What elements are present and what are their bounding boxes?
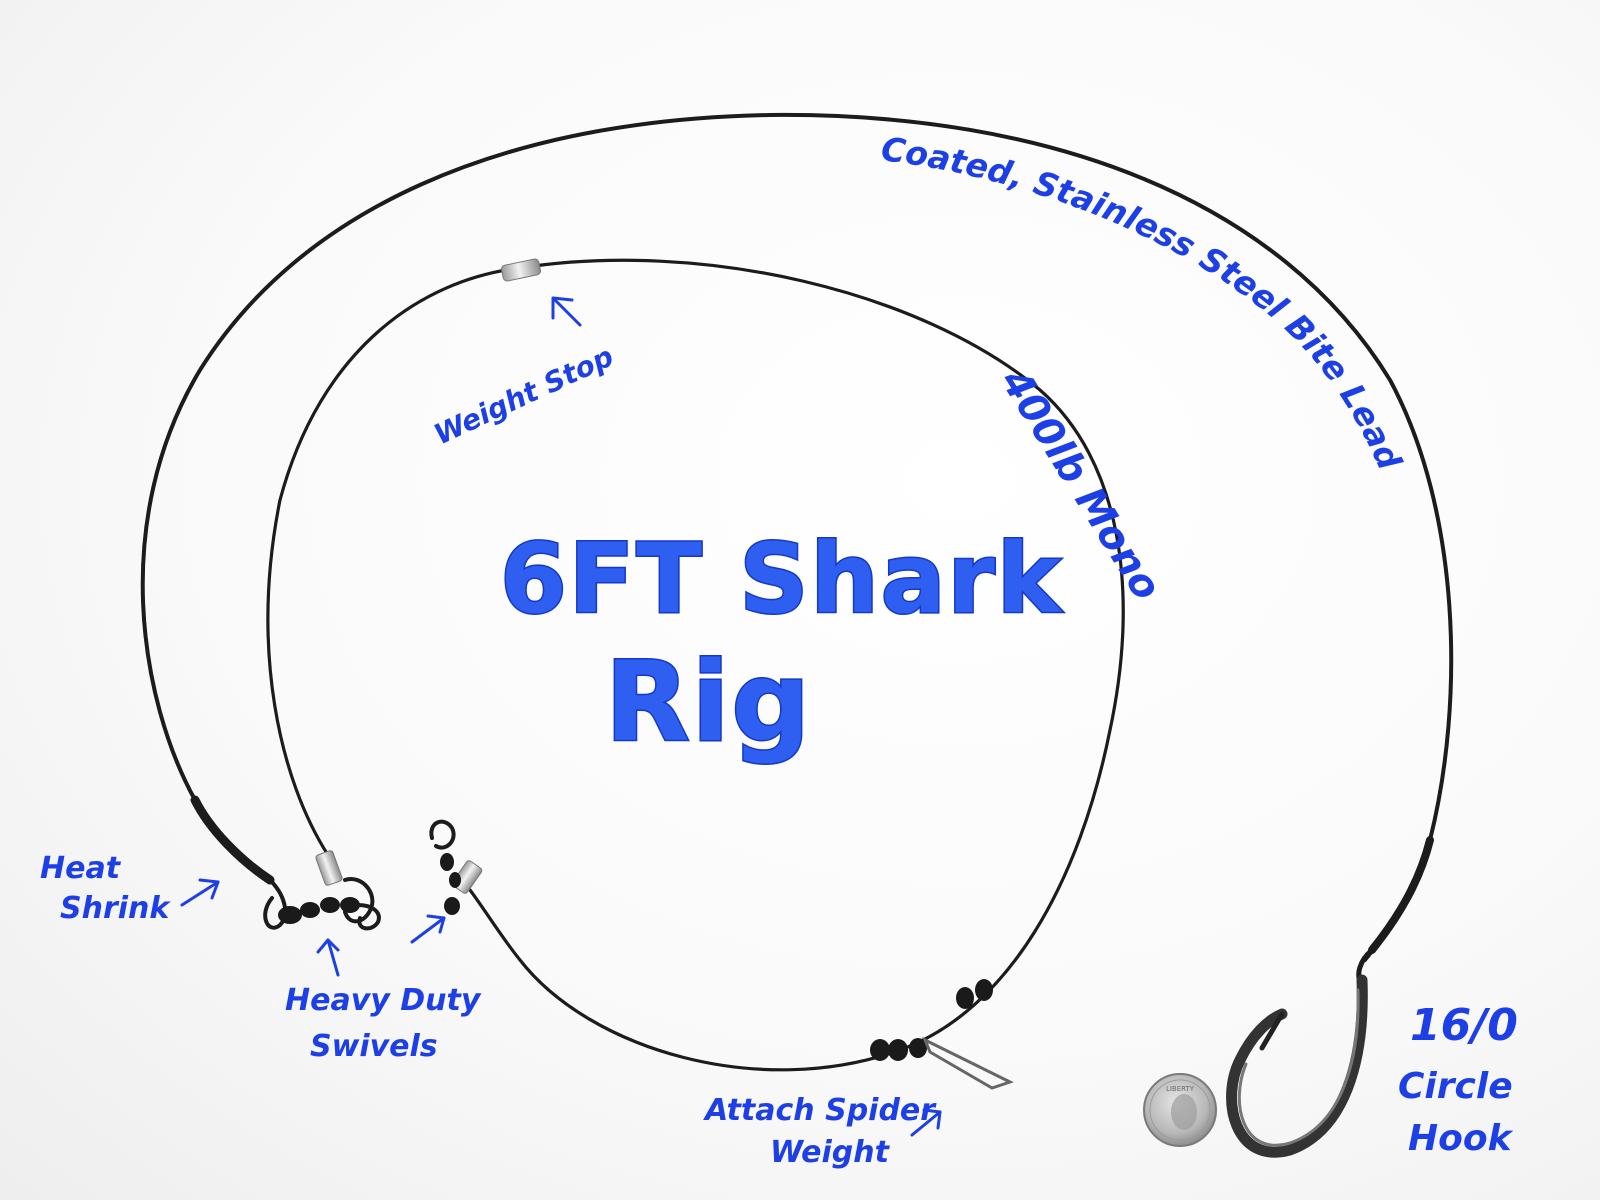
coin-rim-text: LIBERTY (1166, 1085, 1195, 1093)
swivel-arrow-up (316, 938, 340, 977)
heat-shrink-label-line1: Heat (40, 851, 122, 886)
heavy-duty-swivel-left (278, 877, 381, 931)
bite-leader-wire (140, 112, 1454, 962)
mono-line (266, 258, 1125, 1072)
spider-weight-label-line2: Weight (770, 1135, 891, 1170)
weight-stop-label: Weight Stop (429, 340, 618, 452)
spider-weight-arrow (910, 1108, 942, 1137)
heavy-duty-swivel-right (429, 819, 461, 915)
heat-shrink-sleeve-right (1368, 836, 1434, 954)
weight-stop-sleeve (500, 258, 542, 282)
title-line-1: 6FT Shark (500, 523, 1063, 635)
title-line-2: Rig (605, 638, 812, 766)
weight-stop-arrow (551, 296, 582, 327)
swivels-label-line2: Swivels (310, 1029, 438, 1064)
heat-shrink-arrow (180, 878, 220, 907)
hook-type-label: Circle (1398, 1066, 1513, 1107)
mono-crimp-sleeve-2 (451, 860, 483, 894)
hook-size-label: 16/0 (1410, 1000, 1518, 1051)
quarter-coin: LIBERTY (1143, 1073, 1217, 1147)
hook-word-label: Hook (1408, 1118, 1514, 1159)
bite-leader-label: Coated, Stainless Steel Bite Leader (0, 0, 1409, 476)
swivel-arrow-right (410, 914, 446, 944)
leader-crimp-loop (263, 878, 288, 930)
bite-leader-label-path: Coated, Stainless Steel Bite Leader (0, 0, 1409, 476)
heat-shrink-label-line2: Shrink (60, 891, 171, 926)
circle-hook (1226, 947, 1375, 1158)
heat-shrink-sleeve-left (190, 795, 275, 885)
spider-weight-clip (870, 979, 1014, 1090)
swivels-label-line1: Heavy Duty (285, 983, 482, 1018)
spider-weight-label-line1: Attach Spider (703, 1093, 937, 1128)
mono-crimp-sleeve (315, 850, 343, 886)
